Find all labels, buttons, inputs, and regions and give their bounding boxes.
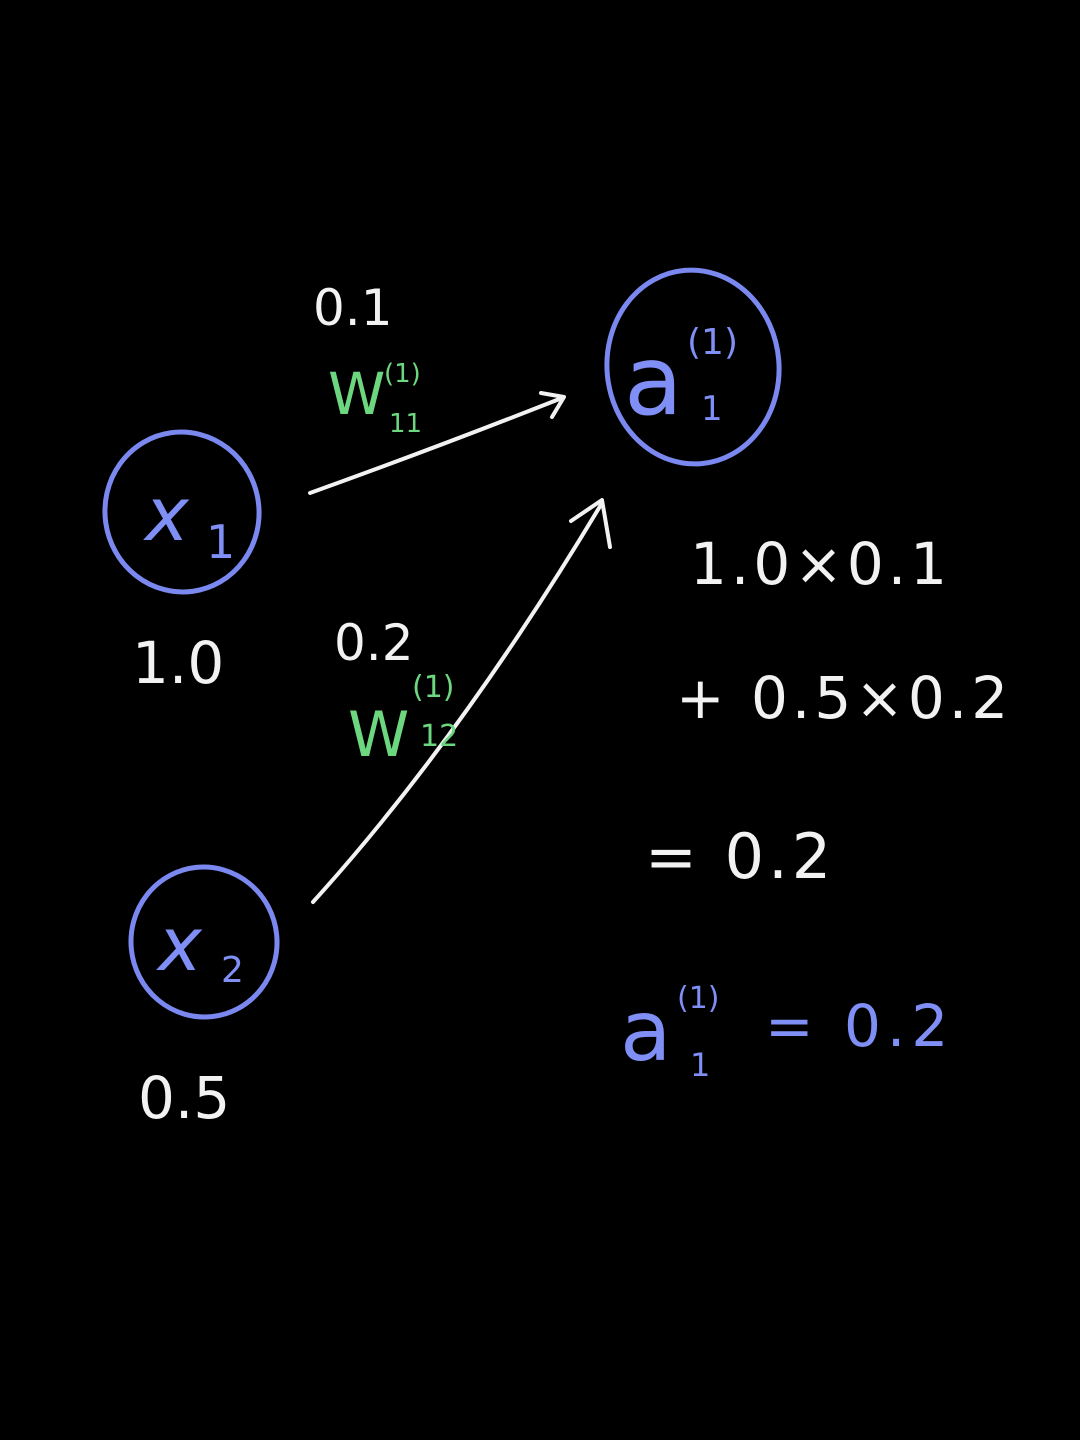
w11-symbol: W [328, 360, 385, 428]
w11-label: W (1) 11 [328, 359, 422, 439]
x2-value: 0.5 [138, 1064, 230, 1132]
node-x1-label: x [143, 472, 190, 558]
node-x2-label: x [156, 902, 203, 988]
w11-value: 0.1 [313, 279, 393, 337]
x1-value: 1.0 [132, 629, 224, 697]
w12-value: 0.2 [334, 614, 414, 672]
node-x1-circle [102, 429, 262, 595]
w12-label: W (1) 12 [348, 670, 458, 771]
node-a1-circle [604, 267, 782, 467]
computation-line-1: 1.0×0.1 [690, 530, 951, 598]
input-node-x2: x 2 [128, 864, 280, 1020]
w12-superscript: (1) [412, 670, 455, 705]
input-node-x1: x 1 [102, 429, 262, 595]
edge-x2-to-a1 [311, 498, 612, 904]
node-x1-subscript: 1 [206, 515, 235, 569]
result-a1-subscript: 1 [690, 1046, 710, 1084]
computation-line-3: = 0.2 [645, 820, 835, 893]
result-a1: a (1) 1 = 0.2 [620, 981, 954, 1084]
node-x2-circle [128, 864, 280, 1020]
result-a1-symbol: a [620, 982, 671, 1080]
w11-superscript: (1) [384, 359, 421, 389]
node-a1-superscript: (1) [687, 322, 738, 363]
node-x2-subscript: 2 [221, 950, 244, 991]
w12-symbol: W [348, 698, 409, 771]
node-a1-subscript: 1 [701, 389, 723, 429]
w12-subscript: 12 [420, 719, 458, 754]
result-a1-value: = 0.2 [765, 992, 954, 1060]
node-a1-label: a [624, 325, 683, 437]
hidden-node-a1: a (1) 1 [604, 267, 782, 467]
edge-x1-to-a1 [308, 391, 566, 495]
computation-line-2: + 0.5×0.2 [676, 664, 1012, 732]
w11-subscript: 11 [389, 409, 422, 439]
result-a1-superscript: (1) [677, 981, 720, 1016]
